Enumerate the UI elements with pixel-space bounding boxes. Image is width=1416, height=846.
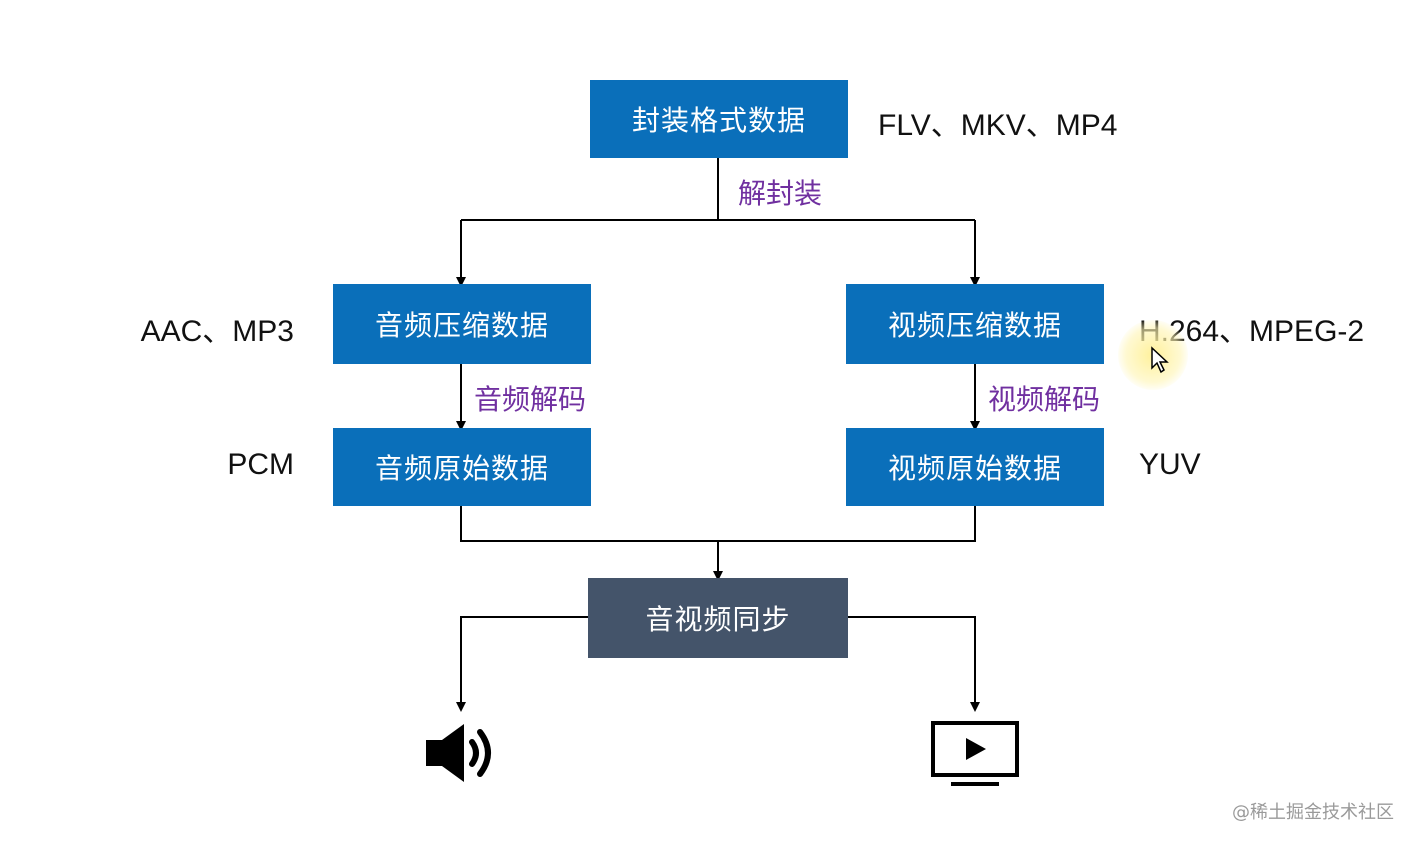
- audio-compressed-formats: AAC、MP3: [140, 315, 294, 348]
- video-decode-label: 视频解码: [988, 383, 1101, 416]
- tv-play-icon: [931, 721, 1019, 786]
- video-raw-format: YUV: [1139, 448, 1201, 481]
- audio-raw-box: 音频原始数据: [333, 428, 591, 506]
- audio-decode-label: 音频解码: [474, 383, 587, 416]
- video-compressed-box: 视频压缩数据: [846, 284, 1104, 364]
- speaker-icon: [426, 724, 491, 782]
- container-formats: FLV、MKV、MP4: [878, 109, 1118, 142]
- mouse-pointer-icon: [1151, 346, 1169, 374]
- video-raw-box: 视频原始数据: [846, 428, 1104, 506]
- container-data-box: 封装格式数据: [590, 80, 848, 158]
- watermark: @稀土掘金技术社区: [1232, 802, 1394, 823]
- av-sync-box: 音视频同步: [588, 578, 848, 658]
- demux-label: 解封装: [738, 177, 823, 210]
- audio-raw-format: PCM: [227, 448, 294, 481]
- audio-compressed-box: 音频压缩数据: [333, 284, 591, 364]
